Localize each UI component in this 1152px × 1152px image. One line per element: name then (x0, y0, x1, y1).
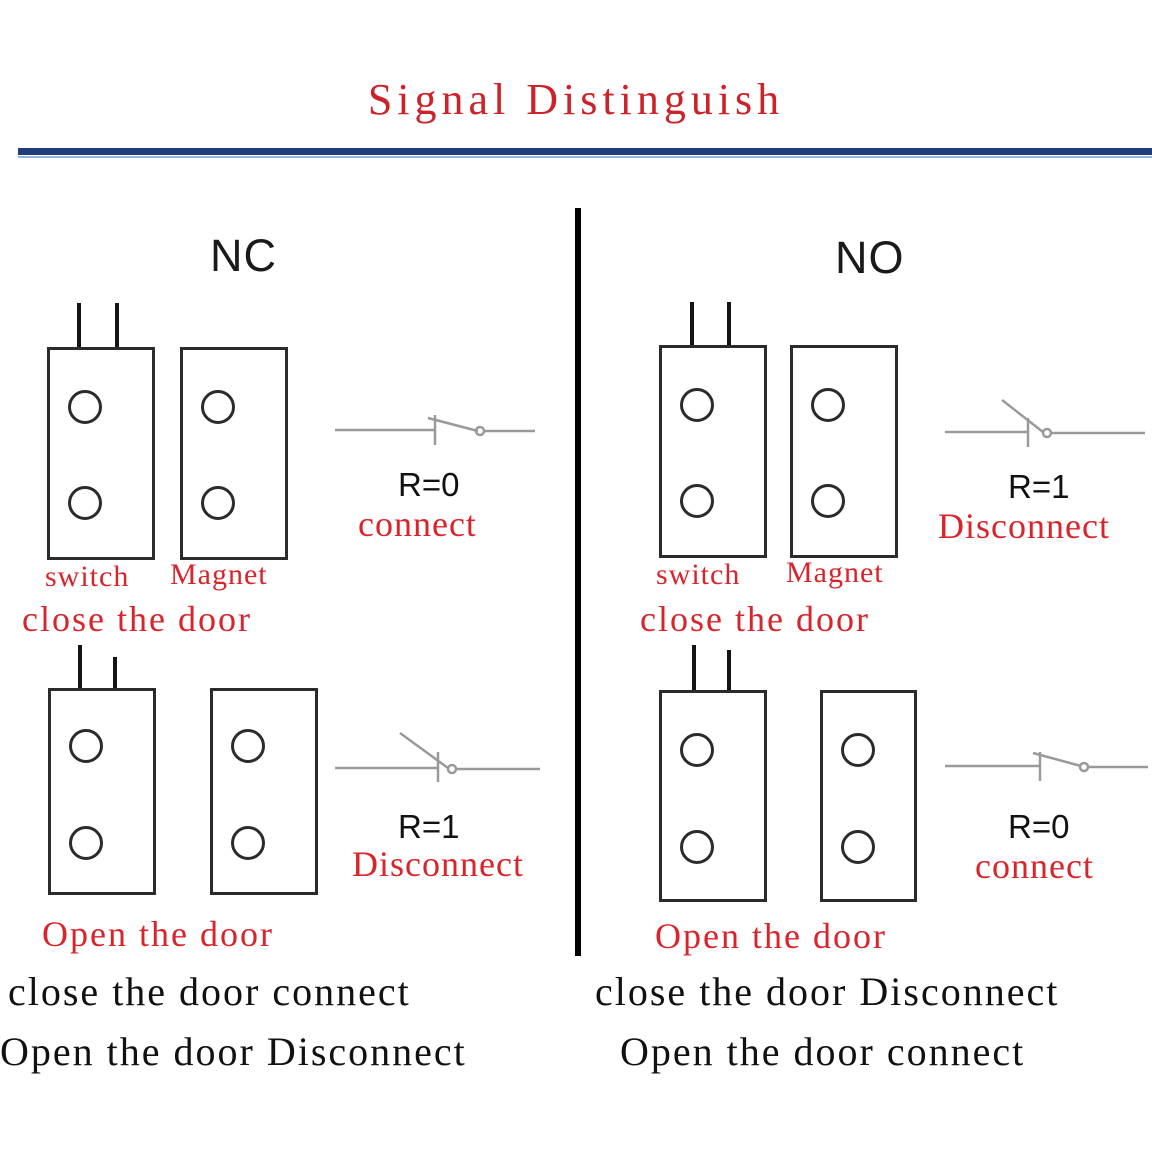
state-label-nc-closed: close the door (22, 599, 252, 639)
magnet-hole-top-icon (201, 390, 235, 424)
magnet-hole-bottom-icon (811, 484, 845, 518)
result-nc-closed: connect (358, 504, 477, 544)
title-rule-light (18, 156, 1152, 158)
switch-symbol-open-no (945, 399, 1145, 447)
page-title: Signal Distinguish (367, 75, 785, 124)
switch-label-no: switch (656, 558, 741, 591)
summary-line-no-1: close the door Disconnect (595, 969, 1060, 1014)
panel-heading-no: NO (835, 232, 905, 283)
magnet-hole-bottom-icon (841, 830, 875, 864)
result-no-closed: Disconnect (938, 506, 1110, 546)
state-label-no-open: Open the door (655, 916, 887, 956)
resistance-no-closed: R=1 (1008, 468, 1070, 505)
switch-wire-right-no-closed (727, 302, 731, 346)
state-label-nc-open: Open the door (42, 914, 274, 954)
panel-divider (575, 208, 581, 956)
magnet-hole-bottom-icon (231, 826, 265, 860)
switch-symbol-closed-no (945, 751, 1148, 781)
magnet-hole-top-icon (231, 729, 265, 763)
result-no-open: connect (975, 846, 1094, 886)
magnet-body-nc-open (210, 688, 318, 895)
result-nc-open: Disconnect (352, 844, 524, 884)
summary-line-nc-2: Open the door Disconnect (0, 1029, 467, 1074)
switch-wire-left-nc-open (78, 645, 82, 690)
switch-label-nc: switch (45, 560, 130, 593)
switch-wire-right-nc-open (113, 657, 117, 690)
state-label-no-closed: close the door (640, 599, 870, 639)
switch-body-nc-closed (47, 347, 155, 560)
switch-symbol-open-nc (335, 731, 540, 782)
switch-hole-bottom-icon (69, 826, 103, 860)
switch-symbol-closed-nc (335, 415, 535, 445)
switch-wire-left-no-closed (690, 302, 694, 346)
switch-hole-top-icon (680, 388, 714, 422)
resistance-nc-closed: R=0 (398, 466, 460, 503)
switch-hole-bottom-icon (680, 484, 714, 518)
switch-hole-top-icon (69, 729, 103, 763)
switch-body-no-open (659, 690, 767, 902)
magnet-body-no-closed (790, 345, 898, 558)
switch-wire-right-no-open (727, 650, 731, 690)
switch-wire-right-nc-closed (115, 303, 119, 349)
magnet-label-nc: Magnet (170, 558, 268, 591)
magnet-hole-bottom-icon (201, 486, 235, 520)
switch-body-nc-open (48, 688, 156, 895)
summary-line-no-2: Open the door connect (620, 1029, 1026, 1074)
magnet-body-nc-closed (180, 347, 288, 560)
switch-wire-left-no-open (692, 645, 696, 690)
switch-hole-bottom-icon (68, 486, 102, 520)
magnet-body-no-open (820, 690, 917, 902)
switch-hole-top-icon (680, 733, 714, 767)
magnet-label-no: Magnet (786, 556, 884, 589)
title-rule-navy (18, 148, 1152, 155)
panel-heading-nc: NC (210, 230, 277, 281)
resistance-nc-open: R=1 (398, 808, 460, 845)
switch-hole-top-icon (68, 390, 102, 424)
switch-hole-bottom-icon (680, 830, 714, 864)
magnet-hole-top-icon (811, 388, 845, 422)
resistance-no-open: R=0 (1008, 808, 1070, 845)
switch-body-no-closed (659, 345, 767, 558)
switch-wire-left-nc-closed (77, 303, 81, 349)
summary-line-nc-1: close the door connect (8, 969, 411, 1014)
magnet-hole-top-icon (841, 733, 875, 767)
